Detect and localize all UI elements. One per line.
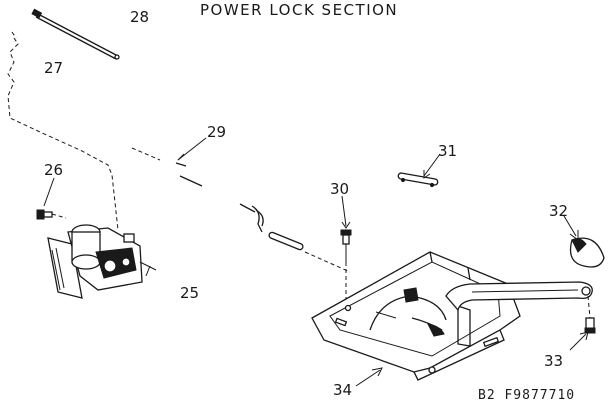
label-part-25: 25 xyxy=(180,284,199,302)
part-31-bracket xyxy=(397,172,439,188)
part-25-actuator xyxy=(47,224,157,299)
label-part-33: 33 xyxy=(544,352,563,370)
part-33-screw xyxy=(584,295,596,334)
leader-lines xyxy=(43,137,589,387)
part-28-rod xyxy=(31,8,120,60)
part-34-base-tray xyxy=(311,251,521,381)
part-30-screw xyxy=(340,229,352,300)
label-part-32: 32 xyxy=(549,202,568,220)
label-part-27: 27 xyxy=(44,59,63,77)
part-29-wire-rod xyxy=(131,147,351,273)
label-part-34: 34 xyxy=(333,381,352,399)
part-26-bolt xyxy=(36,209,67,220)
drawing-code: B2 F9877710 xyxy=(478,388,575,403)
part-27-cable xyxy=(7,31,119,231)
label-part-30: 30 xyxy=(330,180,349,198)
label-part-29: 29 xyxy=(207,123,226,141)
label-part-28: 28 xyxy=(130,8,149,26)
label-part-26: 26 xyxy=(44,161,63,179)
section-title: POWER LOCK SECTION xyxy=(200,1,398,19)
part-32-lever-handle xyxy=(445,237,605,312)
label-part-31: 31 xyxy=(438,142,457,160)
